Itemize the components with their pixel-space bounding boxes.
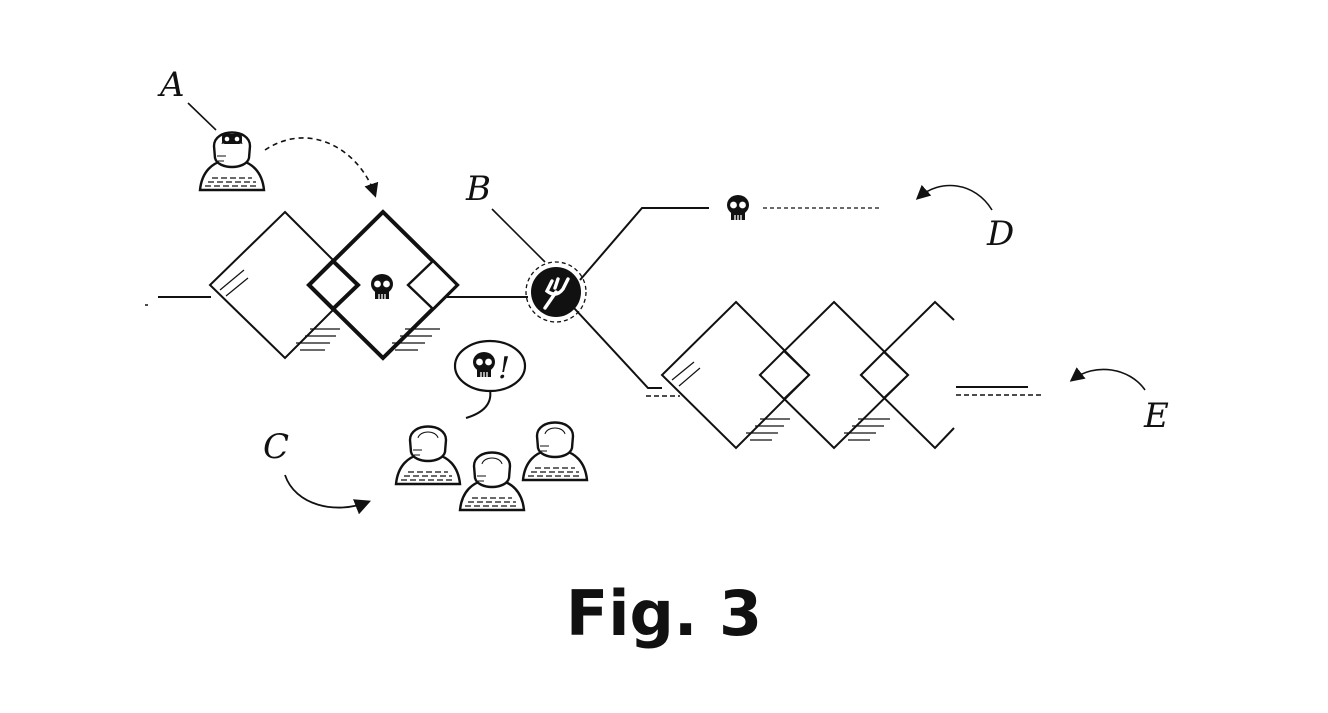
fork-icon — [543, 277, 570, 310]
arrow-c — [284, 474, 372, 515]
speech-bubble: ! — [453, 339, 527, 419]
branch-e — [573, 307, 1044, 397]
label-d: D — [986, 214, 1014, 254]
person-icon — [521, 421, 589, 482]
block-right-3 — [859, 300, 955, 450]
arrow-a — [264, 137, 379, 198]
branch-d — [579, 194, 882, 281]
block-left-1 — [208, 210, 360, 360]
label-c: C — [263, 427, 289, 467]
figure-caption: Fig. 3 — [566, 577, 762, 650]
leader-b — [491, 208, 546, 263]
arrow-e — [1069, 367, 1146, 391]
leader-a — [187, 102, 217, 131]
person-icon — [458, 451, 526, 512]
fork-node — [525, 261, 587, 323]
block-right-2 — [758, 300, 910, 450]
mask-icon — [222, 134, 242, 144]
block-left-2 — [306, 209, 460, 361]
masked-person-a — [198, 131, 266, 192]
skull-icon-d — [726, 194, 750, 221]
skull-icon — [370, 273, 394, 300]
label-a: A — [157, 65, 185, 105]
speech-exclaim: ! — [498, 351, 510, 386]
person-group — [394, 421, 589, 512]
label-b: B — [465, 169, 491, 209]
arrow-d — [915, 184, 993, 211]
main-line — [145, 296, 528, 306]
person-icon — [394, 425, 462, 486]
label-e: E — [1143, 396, 1169, 436]
